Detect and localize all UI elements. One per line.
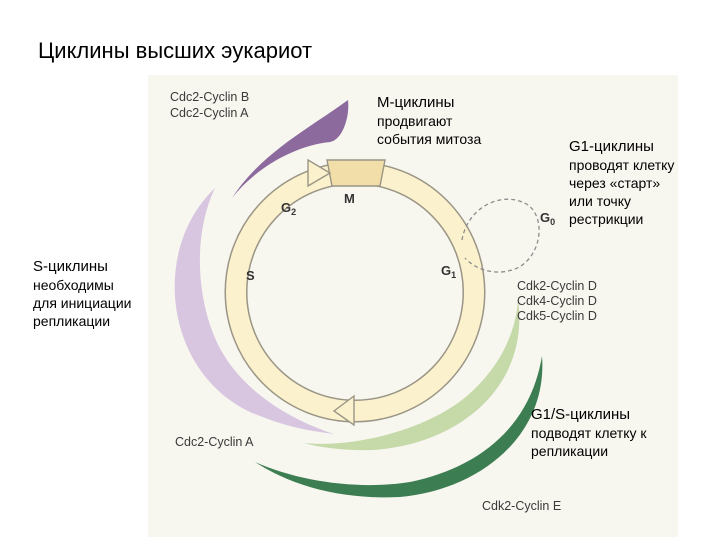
m-phase-block	[327, 160, 385, 186]
caption-s-cyclins-line: репликации	[33, 312, 131, 330]
caption-s-cyclins-head: S-циклины	[33, 258, 131, 276]
caption-g1-cyclins-line: проводят клетку	[569, 156, 674, 174]
caption-g1s-cyclins-line: подводят клетку к	[531, 424, 647, 442]
caption-g1-cyclins-head: G1-циклины	[569, 138, 674, 156]
caption-m-cyclins: М-циклины продвигают события митоза	[377, 94, 481, 148]
label-cdk2-cyclin-d: Cdk2-Cyclin D	[517, 279, 597, 293]
caption-g1-cyclins: G1-циклины проводят клетку через «старт»…	[569, 138, 674, 228]
phase-subscript: 2	[291, 207, 296, 217]
label-cdk2-cyclin-e: Cdk2-Cyclin E	[482, 499, 561, 513]
label-cdk5-cyclin-d: Cdk5-Cyclin D	[517, 309, 597, 323]
phase-label-m: M	[344, 191, 355, 206]
caption-s-cyclins-line: для инициации	[33, 294, 131, 312]
label-cdc2-cyclin-b: Cdc2-Cyclin B	[170, 90, 249, 104]
label-cdc2-cyclin-a-top: Cdc2-Cyclin A	[170, 106, 249, 120]
caption-g1s-cyclins-line: репликации	[531, 442, 647, 460]
phase-label-s: S	[246, 268, 255, 283]
caption-g1s-cyclins-head: G1/S-циклины	[531, 406, 647, 424]
caption-m-cyclins-line: продвигают	[377, 112, 481, 130]
caption-g1s-cyclins: G1/S-циклины подводят клетку к репликаци…	[531, 406, 647, 460]
phase-subscript: 1	[451, 270, 456, 280]
caption-s-cyclins-line: необходимы	[33, 276, 131, 294]
label-cdk4-cyclin-d: Cdk4-Cyclin D	[517, 294, 597, 308]
phase-subscript: 0	[550, 217, 555, 227]
caption-s-cyclins: S-циклины необходимы для инициации репли…	[33, 258, 131, 330]
caption-g1-cyclins-line: через «старт»	[569, 174, 674, 192]
label-cdc2-cyclin-a-bottom: Cdc2-Cyclin A	[175, 435, 254, 449]
caption-m-cyclins-line: события митоза	[377, 130, 481, 148]
caption-g1-cyclins-line: рестрикции	[569, 210, 674, 228]
caption-m-cyclins-head: М-циклины	[377, 94, 481, 112]
caption-g1-cyclins-line: или точку	[569, 192, 674, 210]
